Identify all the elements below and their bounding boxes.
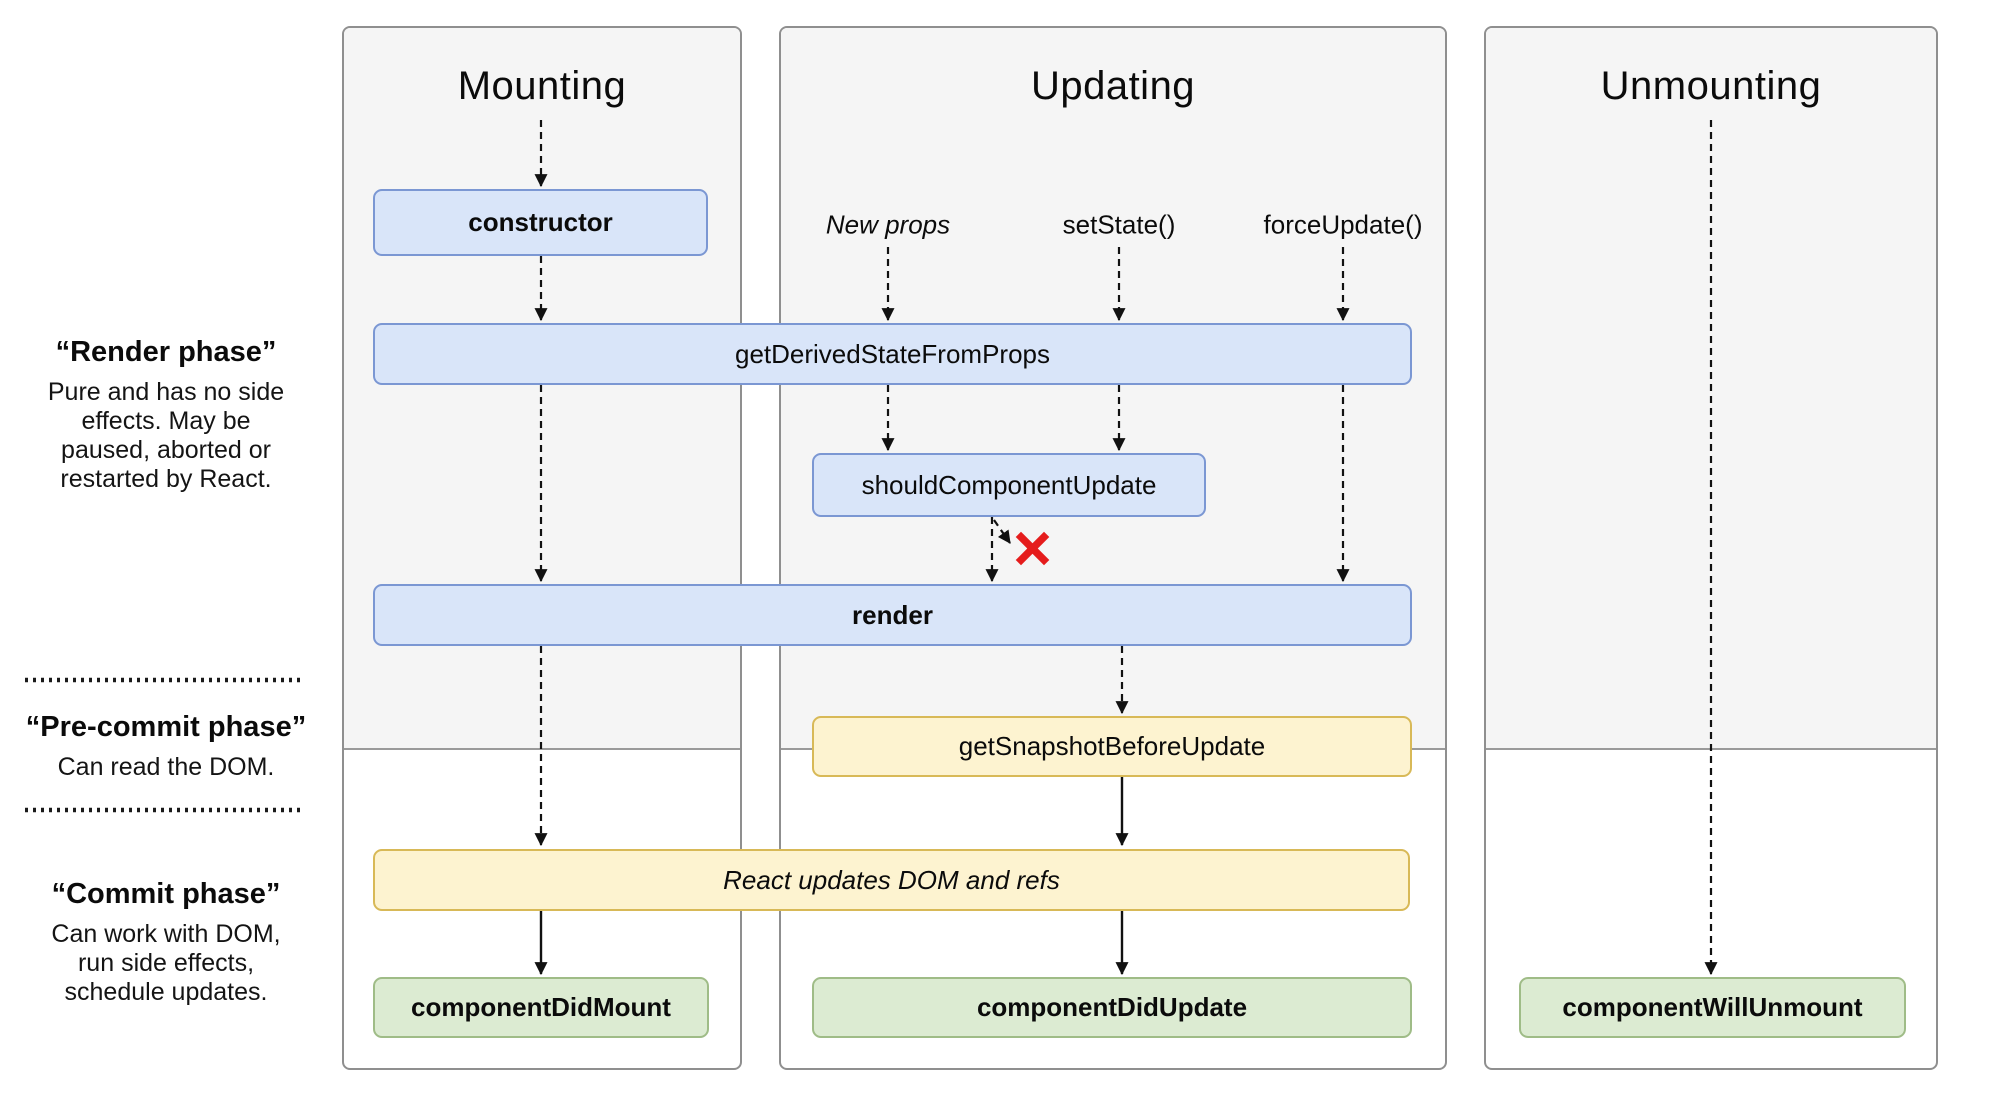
forceupdate-label: forceUpdate() xyxy=(1263,209,1423,240)
commit-phase-line: run side effects, xyxy=(77,949,255,977)
updating-title: Updating xyxy=(1030,64,1196,108)
setstate-label: setState() xyxy=(1062,209,1176,240)
pre-commit-phase-label: “Pre-commit phase” Can read the DOM. xyxy=(16,711,316,782)
react-updates-dom-box: React updates DOM and refs xyxy=(373,849,1410,911)
pre-commit-phase-title: “Pre-commit phase” xyxy=(25,711,307,743)
render-phase-line: effects. May be xyxy=(81,407,251,435)
getderivedstatefromprops-box: getDerivedStateFromProps xyxy=(373,323,1412,385)
mounting-panel: Mounting xyxy=(342,26,742,1070)
render-phase-label: “Render phase” Pure and has no side effe… xyxy=(16,336,316,494)
pre-commit-phase-line: Can read the DOM. xyxy=(57,753,275,781)
commit-phase-line: schedule updates. xyxy=(64,978,268,1006)
unmounting-panel: Unmounting xyxy=(1484,26,1938,1070)
commit-phase-label: “Commit phase” Can work with DOM, run si… xyxy=(16,878,316,1007)
commit-phase-line: Can work with DOM, xyxy=(51,920,281,948)
render-phase-line: Pure and has no side xyxy=(47,378,285,406)
shouldcomponentupdate-box: shouldComponentUpdate xyxy=(812,453,1206,517)
unmounting-title: Unmounting xyxy=(1600,64,1822,108)
updating-panel: Updating xyxy=(779,26,1447,1070)
render-phase-title: “Render phase” xyxy=(55,336,277,368)
new-props-label: New props xyxy=(825,209,951,240)
render-phase-line: paused, aborted or xyxy=(61,436,271,464)
render-box: render xyxy=(373,584,1412,646)
unmounting-render-phase-region xyxy=(1486,28,1936,750)
componentdidupdate-box: componentDidUpdate xyxy=(812,977,1412,1038)
componentdidmount-box: componentDidMount xyxy=(373,977,709,1038)
render-phase-line: restarted by React. xyxy=(60,465,272,493)
componentwillunmount-box: componentWillUnmount xyxy=(1519,977,1906,1038)
constructor-box: constructor xyxy=(373,189,708,256)
commit-phase-title: “Commit phase” xyxy=(51,878,281,910)
getsnapshotbeforeupdate-box: getSnapshotBeforeUpdate xyxy=(812,716,1412,777)
mounting-title: Mounting xyxy=(457,64,627,108)
